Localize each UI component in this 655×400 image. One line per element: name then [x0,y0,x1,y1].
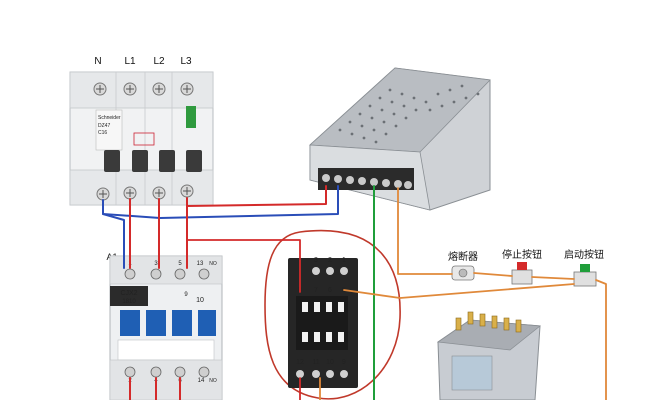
breaker-label-plate [95,109,123,151]
intermediate-relay [436,311,542,400]
relay-mid-terminal-7: 7 [314,287,318,294]
wire-orange-relay [343,283,575,299]
pole-label-n: N [94,56,101,67]
stop-button [511,262,533,285]
contactor-side-number-9: 9 [184,292,188,298]
breaker-rating: C16 [98,130,107,136]
stop-button-label: 停止按钮 [502,248,542,261]
contactor-blue-keys [120,310,216,336]
contactor: A1 1 3 5 13 NO CJX2 1810 9 10 2 4 6 14 [106,252,223,400]
relay-mid-terminal-6: 6 [328,287,332,294]
relay-top-terminal-3: 3 [314,257,318,264]
contactor-side-number-10: 10 [196,297,204,304]
pole-label-l1: L1 [124,56,136,67]
breaker-green-indicator [186,106,196,128]
relay-coil-window [451,355,493,391]
wire-red-relay [186,239,301,293]
contactor-top-terminal-3: 3 [154,261,158,267]
breaker-model: DZ47 [98,123,110,129]
relay-bottom-terminal-12: 12 [296,359,304,366]
relay-pins [455,311,522,333]
power-supply [309,67,491,211]
contactor-bottom-no-label: NO [209,378,217,384]
contactor-code: 1810 [122,299,136,305]
relay-bottom-screws [296,370,348,378]
circuit-breaker: N L1 L2 L3 Schneider DZ47 C16 [69,56,214,206]
contactor-top-terminal-13: 13 [197,261,204,267]
contactor-top-terminal-5: 5 [178,261,182,267]
relay-top-terminal-2: 2 [328,257,332,264]
breaker-handles [104,150,202,172]
contactor-model-plate [110,286,148,306]
wire-red-psu [186,185,327,207]
breaker-brand: Schneider [98,115,121,121]
psu-vent-holes [338,84,480,144]
relay-top-screws [312,267,348,275]
relay-socket-pins [302,302,344,342]
wire-orange-start-down [595,279,607,400]
start-button-label: 启动按钮 [564,248,604,261]
psu-terminal-block [318,168,414,190]
wire-orange-stop-start [531,276,575,280]
contactor-window [117,339,215,361]
pole-label-l3: L3 [180,56,192,67]
breaker-top-screws [93,82,194,96]
contactor-top-no-label: NO [209,261,217,267]
fuse-label: 熔断器 [448,250,478,263]
breaker-bottom-screws [96,184,194,201]
relay-socket: 3 2 1 8 7 6 5 12 11 10 9 [288,257,358,388]
relay-bottom-terminal-9: 9 [342,359,346,366]
contactor-model: CJX2 [120,290,137,297]
breaker-indicator-window [133,132,155,146]
contactor-top-screws [124,268,210,280]
relay-top-terminal-1: 1 [342,257,346,264]
start-button [573,264,597,287]
contactor-bottom-terminal-14: 14 [198,378,205,384]
wire-blue-coil [102,213,125,269]
fuse [451,265,475,281]
wire-orange-psu-fuse [397,187,453,275]
wire-orange-fuse-stop [473,272,513,277]
relay-bottom-terminal-10: 10 [326,359,334,366]
relay-highlight-outline [264,229,401,400]
wires [102,185,607,400]
contactor-bottom-block [109,359,223,400]
relay-bottom-terminal-11: 11 [312,359,319,366]
pole-label-l2: L2 [153,56,165,67]
psu-terminal-screws [322,174,412,189]
control-components: 熔断器 停止按钮 启动按钮 [448,248,604,287]
